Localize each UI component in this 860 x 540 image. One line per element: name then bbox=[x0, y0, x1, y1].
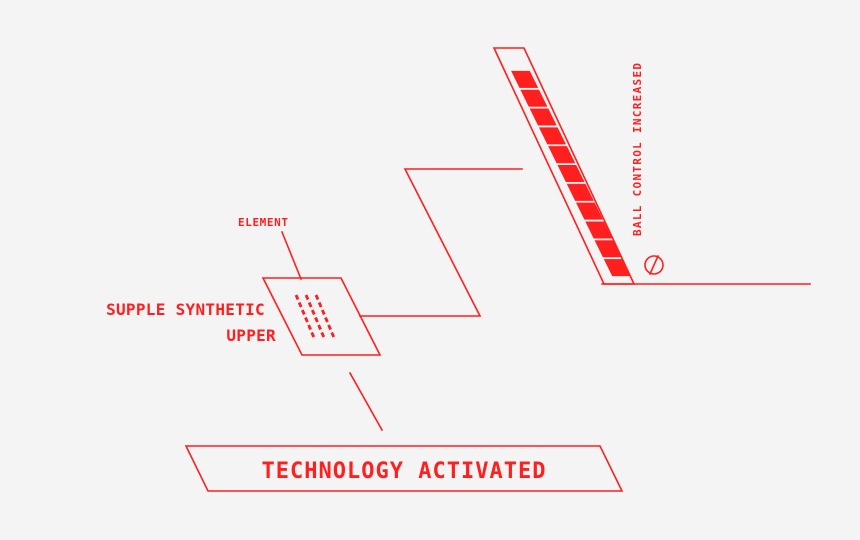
perforation-mark bbox=[317, 301, 323, 308]
meter-connector-line bbox=[359, 168, 523, 317]
meter-segment bbox=[520, 89, 548, 107]
no-sign-icon bbox=[644, 254, 664, 276]
perforation-mark bbox=[320, 331, 326, 338]
upper-label: UPPER bbox=[226, 326, 276, 345]
perforation-mark bbox=[327, 324, 332, 331]
perforation-mark bbox=[317, 324, 322, 331]
perforation-mark bbox=[330, 331, 336, 338]
meter-segment bbox=[538, 127, 566, 145]
technology-banner-frame bbox=[184, 445, 624, 492]
perforation-mark bbox=[314, 316, 319, 323]
perforation-mark bbox=[307, 301, 313, 308]
perforation-mark bbox=[311, 309, 316, 316]
upper-panel bbox=[261, 277, 382, 356]
banner-leader-line bbox=[348, 371, 384, 432]
element-leader-line bbox=[280, 230, 303, 281]
perforation-mark bbox=[304, 294, 310, 301]
technology-activated-label: TECHNOLOGY ACTIVATED bbox=[262, 459, 547, 484]
meter-segments bbox=[511, 70, 631, 277]
supple-synthetic-label: SUPPLE SYNTHETIC bbox=[106, 300, 265, 319]
perforation-mark bbox=[314, 294, 320, 301]
perforation-mark bbox=[324, 316, 329, 323]
perforation-mark bbox=[304, 316, 309, 323]
meter-segment bbox=[548, 146, 576, 164]
meter-segment bbox=[529, 108, 557, 126]
perforation-mark bbox=[321, 309, 326, 316]
element-label: ELEMENT bbox=[238, 216, 289, 229]
perforation-mark bbox=[297, 301, 303, 308]
meter-frame bbox=[492, 47, 636, 285]
meter-segment bbox=[585, 221, 613, 239]
perforation-pattern-icon bbox=[294, 294, 336, 338]
perforation-mark bbox=[307, 324, 312, 331]
meter-segment bbox=[603, 259, 631, 277]
meter-segment bbox=[566, 183, 594, 201]
perforation-mark bbox=[294, 294, 300, 301]
ball-control-label: BALL CONTROL INCREASED bbox=[631, 62, 644, 236]
perforation-mark bbox=[301, 309, 306, 316]
perforation-mark bbox=[310, 331, 316, 338]
meter-segment bbox=[594, 240, 622, 258]
meter-segment bbox=[576, 202, 604, 220]
meter-segment bbox=[511, 70, 539, 88]
meter-segment bbox=[557, 164, 585, 183]
